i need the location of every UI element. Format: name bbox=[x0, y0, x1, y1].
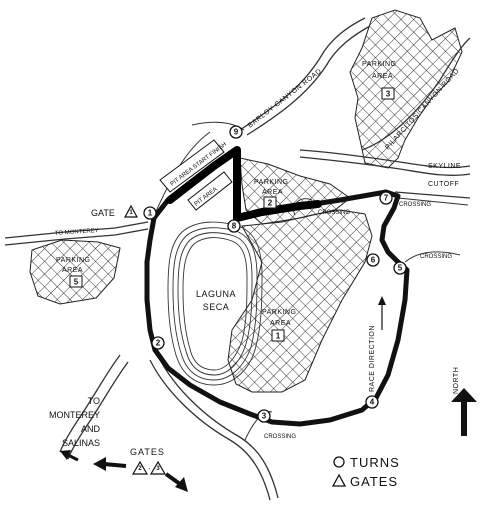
svg-text:6: 6 bbox=[371, 256, 376, 265]
race-direction-indicator: RACE DIRECTION bbox=[369, 296, 386, 392]
svg-text:4: 4 bbox=[370, 398, 375, 407]
map-legend: TURNS GATES bbox=[331, 455, 400, 489]
svg-text:GATE: GATE bbox=[91, 208, 115, 218]
turn-6-marker: 6 bbox=[366, 253, 380, 267]
svg-text:TURNS: TURNS bbox=[350, 455, 400, 470]
svg-text:1: 1 bbox=[129, 210, 133, 216]
parking-area-2: PARKING AREA 2 bbox=[254, 179, 289, 209]
parking-area-3-lot bbox=[349, 9, 463, 169]
turn-8-marker: 8 bbox=[227, 219, 241, 233]
svg-text:GATES: GATES bbox=[130, 447, 165, 457]
svg-text:AND: AND bbox=[81, 424, 101, 434]
laguna-label: LAGUNA bbox=[196, 289, 236, 299]
svg-text:GATES: GATES bbox=[350, 474, 398, 489]
parking-area-1: PARKING AREA 1 bbox=[262, 309, 297, 342]
svg-text:AREA: AREA bbox=[62, 267, 83, 274]
turn-7-marker: 7 bbox=[379, 191, 393, 205]
pit-entry-straight bbox=[233, 200, 322, 222]
svg-text:2: 2 bbox=[156, 339, 161, 348]
svg-text:TO: TO bbox=[88, 396, 100, 406]
barloy-canyon-road-label: BARLOY CANYON ROAD bbox=[247, 68, 323, 130]
svg-text:5: 5 bbox=[74, 278, 79, 287]
svg-text:MONTEREY: MONTEREY bbox=[49, 410, 100, 420]
svg-text:PARKING: PARKING bbox=[262, 309, 297, 316]
svg-text:SALINAS: SALINAS bbox=[62, 438, 100, 448]
svg-text:3: 3 bbox=[386, 90, 391, 99]
turn-2-marker: 2 bbox=[151, 336, 165, 350]
svg-text:PARKING: PARKING bbox=[56, 257, 91, 264]
svg-text:PARKING: PARKING bbox=[254, 179, 289, 186]
svg-text:PARKING: PARKING bbox=[362, 61, 397, 68]
svg-text:7: 7 bbox=[384, 194, 389, 203]
race-track bbox=[144, 149, 410, 427]
parking-area-1-lot bbox=[227, 209, 373, 393]
gates-arrow-left bbox=[93, 457, 127, 471]
gates-arrow-right bbox=[164, 472, 188, 492]
turn-9-marker: 9 bbox=[229, 125, 243, 139]
svg-text:AREA: AREA bbox=[270, 320, 291, 327]
seca-label: SECA bbox=[203, 302, 230, 312]
turn-4-marker: 4 bbox=[365, 395, 379, 409]
gates-2-3-marker: GATES 2 · 3 bbox=[130, 447, 167, 475]
svg-text:2: 2 bbox=[268, 199, 273, 208]
main-straight bbox=[166, 146, 241, 222]
to-monterey-label: TO MONTEREY bbox=[55, 228, 99, 237]
monterey-arrow bbox=[60, 450, 79, 462]
svg-text:·: · bbox=[148, 464, 151, 473]
parking-area-5: PARKING AREA 5 bbox=[56, 257, 91, 288]
svg-text:NORTH: NORTH bbox=[453, 367, 460, 394]
gate-1-marker: GATE 1 bbox=[91, 204, 139, 218]
skyline-label: SKYLINE bbox=[428, 163, 461, 170]
turn-5-marker: 5 bbox=[393, 261, 407, 275]
svg-text:1: 1 bbox=[276, 332, 281, 341]
north-arrow: NORTH bbox=[451, 367, 477, 436]
svg-text:AREA: AREA bbox=[372, 73, 393, 80]
crossing-label-near-turn-3: CROSSING bbox=[264, 434, 296, 440]
crossing-label-parking-2: CROSSING bbox=[318, 210, 350, 216]
svg-text:RACE DIRECTION: RACE DIRECTION bbox=[369, 325, 376, 392]
parking-area-3: PARKING AREA 3 bbox=[362, 61, 397, 100]
svg-text:3: 3 bbox=[156, 466, 160, 472]
svg-text:8: 8 bbox=[232, 222, 237, 231]
svg-text:5: 5 bbox=[398, 264, 403, 273]
turn-3-marker: 3 bbox=[257, 409, 271, 423]
crossing-label-near-turn-5: CROSSING bbox=[420, 254, 452, 260]
svg-text:9: 9 bbox=[234, 128, 239, 137]
crossing-label-near-turn-7: CROSSING bbox=[399, 202, 431, 208]
cutoff-label: CUTOFF bbox=[428, 181, 459, 188]
turn-1-marker: 1 bbox=[143, 206, 157, 220]
to-monterey-and-salinas-label: TO MONTEREY AND SALINAS bbox=[49, 396, 101, 448]
svg-text:2: 2 bbox=[138, 466, 142, 472]
svg-text:AREA: AREA bbox=[262, 189, 283, 196]
parking-area-5-lot bbox=[29, 239, 121, 305]
svg-text:3: 3 bbox=[262, 412, 267, 421]
svg-text:1: 1 bbox=[148, 209, 153, 218]
